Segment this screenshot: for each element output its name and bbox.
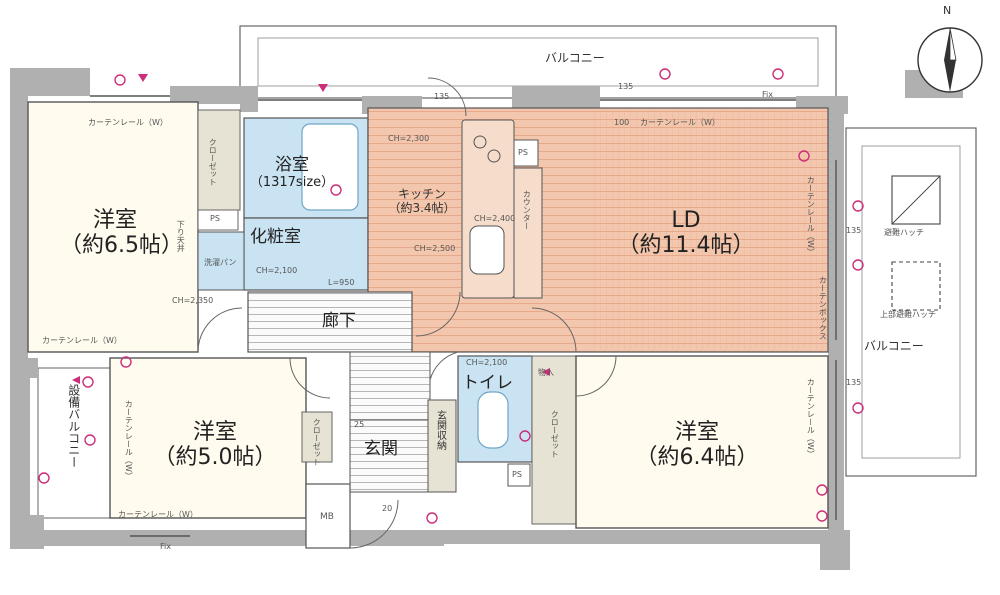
door-swings bbox=[197, 77, 617, 549]
fix-label-top: Fix bbox=[762, 90, 773, 99]
curtain-rail-2: カーテンレール（W） bbox=[640, 118, 720, 127]
closet-2 bbox=[301, 411, 333, 463]
mb-box bbox=[305, 483, 351, 549]
right-balcony-inner bbox=[861, 145, 961, 459]
dim-135-b: 135 bbox=[618, 82, 634, 91]
bath-label: 浴室 （1317size） bbox=[246, 155, 338, 190]
ps-kitchen bbox=[513, 139, 539, 167]
curtain-box-label: カーテンボックス bbox=[818, 276, 828, 340]
entrance-label: 玄関 bbox=[364, 439, 398, 459]
toilet-bowl bbox=[477, 391, 509, 449]
dim-100: 100 bbox=[614, 118, 630, 127]
right-balcony-area bbox=[845, 127, 977, 477]
evac-hatch-label: 避難ハッチ bbox=[884, 228, 924, 237]
sink bbox=[469, 225, 505, 275]
ps-1 bbox=[197, 209, 239, 231]
dim-135-c: 135 bbox=[846, 226, 862, 235]
ps-toilet bbox=[507, 463, 531, 487]
ld-size: （約11.4帖） bbox=[617, 233, 755, 259]
hall-label: 廊下 bbox=[322, 311, 356, 331]
curtain-rail-4: カーテンレール（W） bbox=[118, 510, 198, 519]
vanity-floor bbox=[243, 217, 369, 291]
closet-1-label: クローゼット bbox=[208, 138, 218, 186]
entrance-storage bbox=[427, 399, 457, 493]
western-room-3-floor bbox=[575, 355, 829, 529]
curtain-rail-3: カーテンレール（W） bbox=[42, 336, 122, 345]
entrance-storage-label: 玄関収納 bbox=[434, 410, 446, 450]
kitchen-label: キッチン （約3.4帖） bbox=[382, 187, 462, 216]
storage-closet bbox=[531, 355, 577, 525]
north-label: N bbox=[943, 4, 952, 17]
ch-toilet: CH=2,100 bbox=[466, 358, 508, 367]
curtain-rail-5: カーテンレール（W） bbox=[124, 400, 134, 480]
western-room-2-size: （約5.0帖） bbox=[153, 445, 277, 471]
closet-1 bbox=[197, 109, 241, 211]
counter-label: カウンター bbox=[522, 190, 532, 230]
fix-label-bottom: Fix bbox=[160, 542, 171, 551]
window-lines bbox=[90, 95, 837, 537]
ld-name: LD bbox=[671, 208, 701, 233]
ch-kitchen-1: CH=2,300 bbox=[388, 134, 430, 143]
upper-evac-hatch-label: 上部避難ハッチ bbox=[880, 310, 936, 319]
western-room-2-label: 洋室 （約5.0帖） bbox=[150, 420, 280, 471]
western-room-3-size: （約6.4帖） bbox=[635, 445, 759, 471]
western-room-1-floor bbox=[27, 101, 199, 353]
western-room-3-name: 洋室 bbox=[674, 420, 719, 445]
kitchen-size: （約3.4帖） bbox=[388, 200, 456, 215]
western-room-3-label: 洋室 （約6.4帖） bbox=[632, 420, 762, 471]
ch-kitchen-3: CH=2,500 bbox=[414, 244, 456, 253]
stove-1 bbox=[473, 135, 487, 149]
ch-hall: CH=2,350 bbox=[172, 296, 214, 305]
ps-toilet-label: PS bbox=[512, 470, 522, 479]
evac-hatch-box bbox=[891, 175, 941, 225]
counter bbox=[513, 167, 543, 299]
closet-3-label: クローゼット bbox=[550, 410, 560, 458]
outlet-markers bbox=[38, 68, 864, 524]
ld-label: LD （約11.4帖） bbox=[606, 208, 766, 259]
western-room-2-floor bbox=[109, 357, 307, 519]
curtain-rail-7: カーテンレール（W） bbox=[806, 378, 816, 458]
length-label: L=950 bbox=[328, 278, 355, 287]
western-room-1-name: 洋室 bbox=[92, 208, 137, 233]
kitchen-name: キッチン bbox=[397, 187, 446, 201]
closet-2-label: クローゼット bbox=[312, 418, 322, 466]
toilet-label: トイレ bbox=[462, 373, 513, 393]
western-room-2-name: 洋室 bbox=[192, 420, 237, 445]
curtain-rail-6: カーテンレール（W） bbox=[806, 176, 816, 256]
dim-135-d: 135 bbox=[846, 378, 862, 387]
dim-20: 20 bbox=[382, 504, 393, 513]
upper-evac-hatch-box bbox=[891, 261, 941, 311]
bath-size: （1317size） bbox=[249, 174, 335, 190]
ch-kitchen-2: CH=2,400 bbox=[474, 214, 516, 223]
ch-vanity: CH=2,100 bbox=[256, 266, 298, 275]
dim-135-a: 135 bbox=[434, 92, 450, 101]
laundry-area bbox=[197, 231, 245, 291]
right-balcony-label: バルコニー bbox=[864, 339, 924, 353]
ps-kitchen-label: PS bbox=[518, 148, 528, 157]
western-room-1-label: 洋室 （約6.5帖） bbox=[60, 208, 183, 259]
mb-label: MB bbox=[320, 512, 334, 522]
light-markers bbox=[72, 74, 550, 384]
dim-25: 25 bbox=[354, 420, 365, 429]
utility-balcony-area bbox=[37, 367, 111, 519]
hall-floor bbox=[247, 291, 413, 353]
utility-balcony-label: 設備バルコニー bbox=[66, 384, 81, 468]
western-room-1-size: （約6.5帖） bbox=[60, 233, 183, 259]
top-balcony-label: バルコニー bbox=[545, 51, 605, 65]
ld-floor-lines bbox=[590, 108, 828, 352]
wash-pan-label: 洗濯パン bbox=[204, 258, 237, 267]
bathtub bbox=[301, 123, 359, 211]
ps-1-label: PS bbox=[210, 214, 220, 223]
entrance-floor bbox=[349, 419, 431, 493]
stove-2 bbox=[487, 149, 501, 163]
bath-name: 浴室 bbox=[275, 155, 309, 175]
vanity-label: 化粧室 bbox=[250, 227, 301, 247]
storage-in-label: 物入 bbox=[538, 368, 554, 377]
curtain-rail-1: カーテンレール（W） bbox=[88, 118, 168, 127]
hall-floor-2 bbox=[349, 351, 431, 421]
drop-ceiling-label: 下り天井 bbox=[176, 220, 186, 252]
compass-icon bbox=[917, 27, 983, 93]
